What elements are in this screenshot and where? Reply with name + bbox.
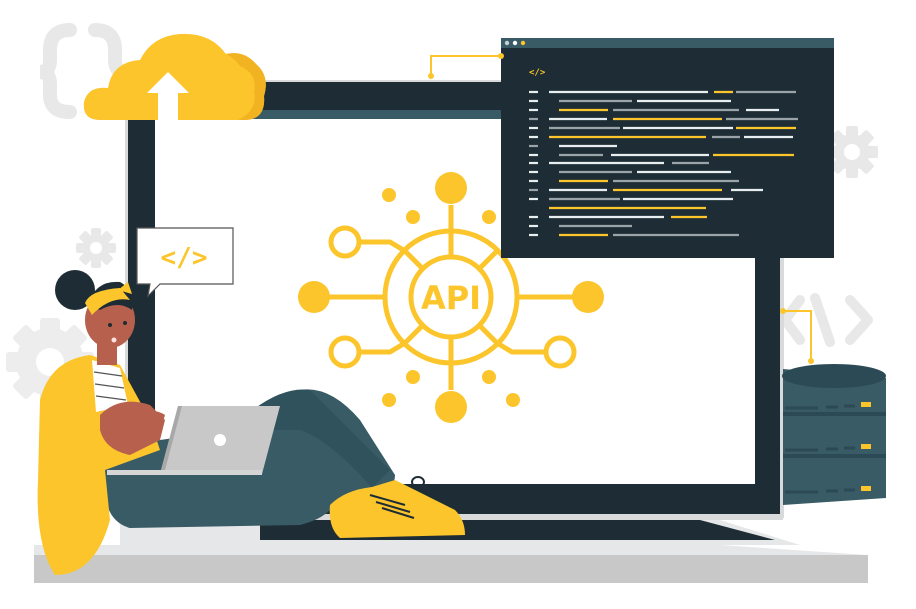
person-fingers	[130, 411, 165, 445]
connector-dot	[428, 73, 434, 79]
speech-bubble	[136, 227, 234, 298]
database-server-icon	[782, 364, 886, 505]
gear-icon-right	[826, 126, 878, 178]
gear-icon-left-small	[76, 228, 116, 268]
monitor	[125, 80, 784, 520]
connector-line-server	[783, 310, 812, 361]
laptop-icon	[107, 406, 280, 475]
code-window: </>	[501, 38, 834, 258]
code-brackets-icon-bg	[780, 293, 873, 347]
api-hub-nodes	[298, 172, 604, 423]
code-tag-label: </>	[529, 68, 546, 78]
speech-bubble-code-icon: </>	[161, 243, 208, 273]
connector-line-top	[430, 55, 501, 76]
window-dot-3	[520, 40, 526, 46]
api-label: API	[421, 279, 481, 317]
connector-dot	[498, 53, 504, 59]
api-hub-icon	[325, 205, 578, 390]
window-dot-1	[504, 40, 510, 46]
cloud-upload-icon	[83, 33, 266, 122]
code-lines	[529, 90, 798, 237]
window-dot-2	[512, 40, 518, 46]
connector-dot	[780, 308, 786, 314]
connector-dot	[808, 358, 814, 364]
